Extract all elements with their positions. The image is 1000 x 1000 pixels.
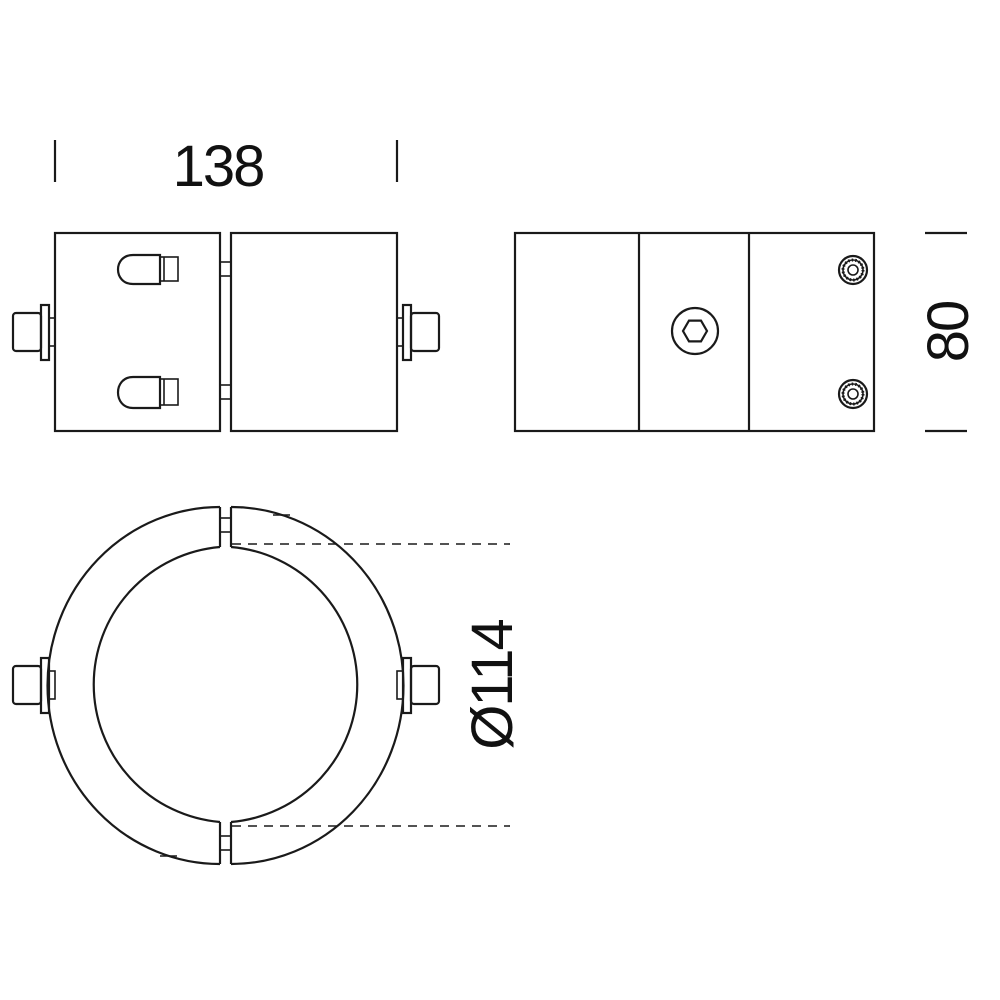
side-view-body xyxy=(513,231,876,433)
clamp-lever-top xyxy=(117,253,179,286)
diameter-dimension-label: Ø114 xyxy=(460,619,525,749)
ring-outer-right xyxy=(230,505,405,866)
ring-side-screw-right xyxy=(396,656,441,715)
knurled-screw-bottom-icon xyxy=(837,378,869,410)
ring-outer-left xyxy=(46,505,221,866)
side-screw-right xyxy=(396,303,441,362)
front-view-right-half xyxy=(229,231,399,433)
hex-socket-screw-icon xyxy=(670,306,720,356)
ring-inner-left xyxy=(92,545,221,824)
top-view xyxy=(11,505,441,866)
hinge-pin-ring-top xyxy=(219,517,232,533)
diameter-dimension: Ø114 xyxy=(232,543,525,827)
side-view xyxy=(513,231,876,433)
front-view xyxy=(11,231,441,433)
hinge-pin-top xyxy=(219,261,232,277)
knurled-screw-top-icon xyxy=(837,254,869,286)
front-view-left-half xyxy=(53,231,222,433)
hinge-pin-ring-bottom xyxy=(219,835,232,851)
width-dimension-label: 138 xyxy=(173,134,264,199)
height-dimension: 80 xyxy=(916,231,981,433)
clamp-lever-bottom xyxy=(117,375,179,410)
hinge-pin-bottom xyxy=(219,384,232,400)
ring-side-screw-left xyxy=(11,656,56,715)
width-dimension: 138 xyxy=(53,134,399,199)
height-dimension-label: 80 xyxy=(916,302,981,363)
side-screw-left xyxy=(11,303,56,362)
ring-inner-right xyxy=(230,545,359,824)
